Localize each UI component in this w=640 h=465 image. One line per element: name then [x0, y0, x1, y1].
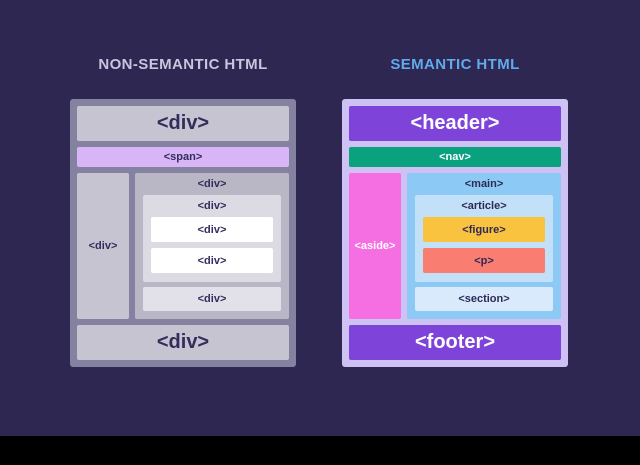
div-item-2-block: <div>	[151, 248, 273, 273]
semantic-diagram: <header> <nav> <aside> <main> <article> …	[342, 99, 568, 367]
div-item-1-block: <div>	[151, 217, 273, 242]
span-block: <span>	[77, 147, 289, 167]
main-label: <main>	[464, 178, 504, 190]
div-top-block: <div>	[77, 106, 289, 141]
div-middle-row: <div> <div> <div> <div> <div> <div>	[77, 173, 289, 319]
non-semantic-title: NON-SEMANTIC HTML	[98, 56, 268, 73]
figure-block: <figure>	[423, 217, 545, 242]
main-block: <main> <article> <figure> <p> <section>	[407, 173, 561, 319]
div-bottom-block: <div>	[77, 325, 289, 360]
article-label: <article>	[461, 200, 507, 212]
aside-block: <aside>	[349, 173, 401, 319]
div-content-block: <div> <div> <div> <div> <div>	[135, 173, 289, 319]
div-bottom-inner-block: <div>	[143, 287, 281, 311]
div-sidebar-block: <div>	[77, 173, 129, 319]
semantic-middle-row: <aside> <main> <article> <figure> <p> <s…	[349, 173, 561, 319]
div-inner-block: <div> <div> <div>	[143, 195, 281, 282]
nav-block: <nav>	[349, 147, 561, 167]
div-inner-label: <div>	[197, 200, 227, 212]
footer-block: <footer>	[349, 325, 561, 360]
non-semantic-diagram: <div> <span> <div> <div> <div> <div> <di…	[70, 99, 296, 367]
semantic-title: SEMANTIC HTML	[390, 56, 520, 73]
section-block: <section>	[415, 287, 553, 311]
p-block: <p>	[423, 248, 545, 273]
letterbox-bar	[0, 436, 640, 465]
article-block: <article> <figure> <p>	[415, 195, 553, 282]
div-content-label: <div>	[197, 178, 227, 190]
header-block: <header>	[349, 106, 561, 141]
